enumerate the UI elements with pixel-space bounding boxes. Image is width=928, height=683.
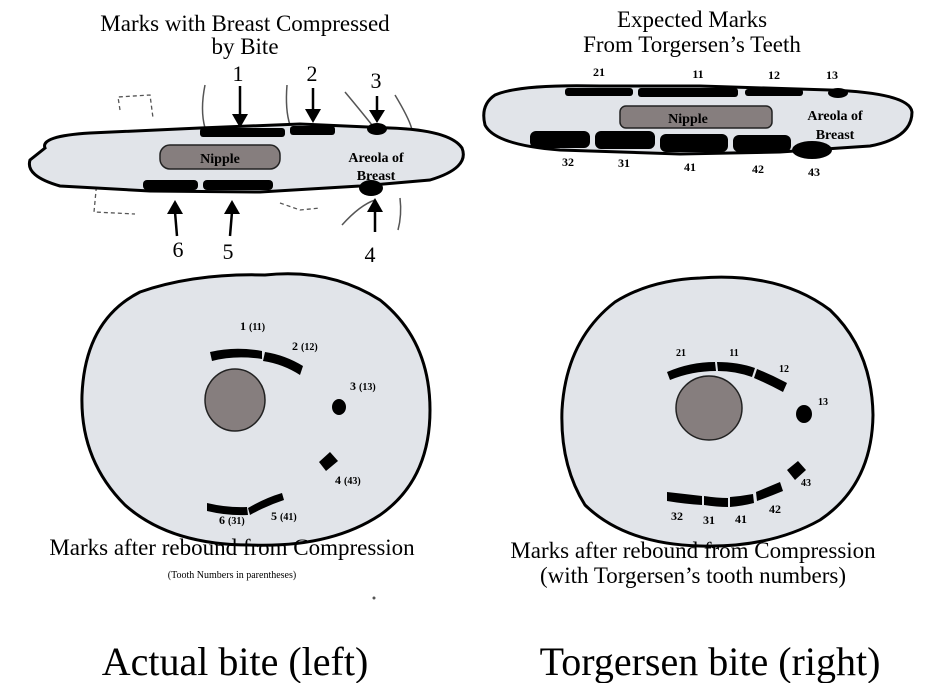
right-expected-mark-12 [745, 89, 803, 96]
left-mark-5 [203, 180, 273, 190]
left-mark-4 [359, 180, 383, 196]
right-top-areola-label-line2: Breast [816, 128, 855, 143]
left-rebound-label-3: 3 (13) [350, 379, 376, 393]
arrow-6 [175, 212, 177, 236]
left-guide-line-6 [398, 198, 401, 230]
stray-dot [373, 597, 376, 600]
right-expected-mark-41 [660, 134, 728, 152]
right-rebound-caption-line2: (with Torgersen’s tooth numbers) [540, 563, 846, 588]
right-top-tooth-label-31: 31 [618, 156, 630, 170]
left-rebound-label-4: 4 (43) [335, 473, 361, 487]
left-rebound-label-6-tooth: (31) [228, 516, 245, 527]
right-rebound-label-41: 41 [735, 512, 747, 526]
left-rebound-label-5-num: 5 [271, 509, 277, 523]
left-rebound-label-3-num: 3 [350, 379, 356, 393]
right-rebound-label-42: 42 [769, 502, 781, 516]
right-rebound-label-32: 32 [671, 509, 683, 523]
right-rebound-label-21: 21 [676, 348, 686, 359]
left-rebound-label-2-tooth: (12) [301, 342, 318, 353]
left-guide-line-4 [395, 95, 412, 130]
right-rebound-label-11: 11 [729, 348, 738, 359]
right-top-tooth-label-13: 13 [826, 68, 838, 82]
right-top-tooth-label-11: 11 [692, 67, 703, 81]
left-rebound-label-1-tooth: (11) [249, 322, 265, 333]
right-top-tooth-label-42: 42 [752, 162, 764, 176]
arrow-4-head [367, 198, 383, 212]
left-rebound-nipple [205, 369, 265, 431]
right-top-areola-label-line1: Areola of [807, 109, 863, 124]
left-rebound-panel: 1 (11) 2 (12) 3 (13) 4 (43) 5 (41) 6 (31… [49, 274, 430, 581]
right-expected-mark-43 [792, 141, 832, 159]
right-rebound-label-12: 12 [779, 364, 789, 375]
left-rebound-label-1-num: 1 [240, 319, 246, 333]
right-rebound-label-43: 43 [801, 478, 811, 489]
left-rebound-label-2-num: 2 [292, 339, 298, 353]
footer-actual-bite: Actual bite (left) [102, 639, 369, 683]
right-expected-mark-11 [638, 88, 738, 97]
left-top-title-line1: Marks with Breast Compressed [100, 11, 390, 36]
right-expected-mark-42 [733, 135, 791, 152]
arrow-5 [230, 212, 232, 236]
left-rebound-label-6-num: 6 [219, 513, 225, 527]
right-top-tooth-label-41: 41 [684, 160, 696, 174]
left-rebound-caption: Marks after rebound from Compression [49, 535, 415, 560]
arrow-3-head [369, 110, 385, 123]
left-rebound-mark-3 [332, 399, 346, 415]
right-expected-mark-21 [565, 88, 633, 96]
right-rebound-mark-13 [796, 405, 812, 423]
right-rebound-caption-line1: Marks after rebound from Compression [510, 538, 876, 563]
left-mark-number-2: 2 [307, 61, 318, 86]
right-rebound-label-31: 31 [703, 513, 715, 527]
left-rebound-label-2: 2 (12) [292, 339, 318, 353]
left-mark-1 [200, 128, 285, 137]
left-rebound-label-4-num: 4 [335, 473, 341, 487]
left-rebound-label-5-tooth: (41) [280, 512, 297, 523]
left-rebound-label-3-tooth: (13) [359, 382, 376, 393]
left-mark-3 [367, 123, 387, 135]
left-dashed-guide-bottom-mid [280, 203, 320, 210]
left-rebound-label-1: 1 (11) [240, 319, 265, 333]
right-top-title-line1: Expected Marks [617, 7, 767, 32]
left-mark-number-3: 3 [371, 68, 382, 93]
left-mark-2 [290, 126, 335, 135]
left-guide-line-3 [345, 92, 372, 125]
right-expected-mark-13 [828, 88, 848, 98]
left-guide-line-5 [342, 200, 375, 225]
left-mark-number-5: 5 [223, 239, 234, 264]
left-compressed-panel: Marks with Breast Compressed by Bite Nip… [29, 11, 463, 267]
right-rebound-panel: 21 11 12 13 43 32 31 41 42 Marks after r… [510, 277, 876, 588]
right-top-tooth-label-32: 32 [562, 155, 574, 169]
left-top-areola-label-line1: Areola of [348, 151, 404, 166]
right-expected-panel: Expected Marks From Torgersen’s Teeth Ni… [484, 7, 912, 179]
arrow-5-head [224, 200, 240, 214]
right-rebound-label-13: 13 [818, 397, 828, 408]
left-rebound-label-4-tooth: (43) [344, 476, 361, 487]
left-mark-number-6: 6 [173, 237, 184, 262]
right-top-tooth-label-12: 12 [768, 68, 780, 82]
right-top-tooth-label-43: 43 [808, 165, 820, 179]
left-mark-number-4: 4 [365, 242, 376, 267]
right-rebound-nipple [676, 376, 742, 440]
footer-torgersen-bite: Torgersen bite (right) [540, 639, 881, 683]
left-guide-line-2 [286, 85, 290, 125]
left-mark-number-1: 1 [233, 61, 244, 86]
right-top-tooth-label-21: 21 [593, 65, 605, 79]
arrow-2-head [305, 109, 321, 123]
left-mark-6 [143, 180, 198, 190]
left-top-nipple-label: Nipple [200, 152, 240, 167]
right-top-nipple-label: Nipple [668, 112, 708, 127]
right-expected-mark-31 [595, 131, 655, 149]
arrow-6-head [167, 200, 183, 214]
left-rebound-label-6: 6 (31) [219, 513, 245, 527]
right-top-title-line2: From Torgersen’s Teeth [583, 32, 801, 57]
left-rebound-caption-note: (Tooth Numbers in parentheses) [168, 570, 296, 581]
left-top-title-line2: by Bite [211, 34, 278, 59]
left-dashed-guide-top [118, 95, 153, 118]
right-expected-mark-32 [530, 131, 590, 148]
left-rebound-label-5: 5 (41) [271, 509, 297, 523]
left-guide-line-1 [203, 85, 206, 128]
